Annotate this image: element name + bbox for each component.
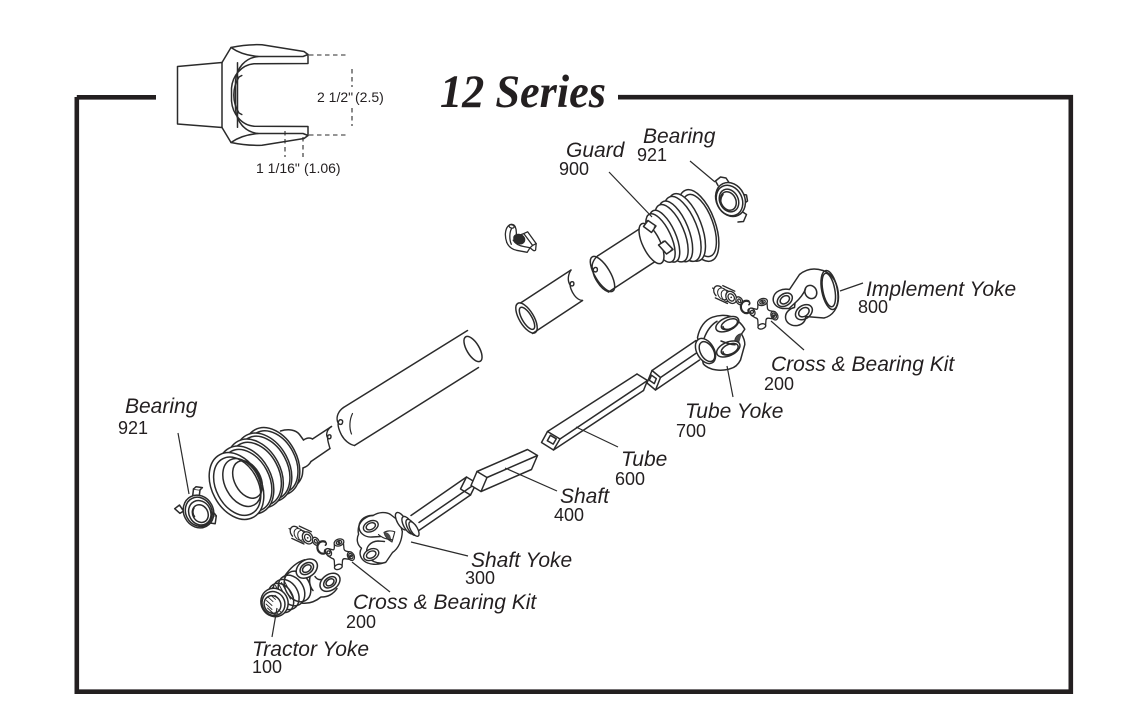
- svg-text:100: 100: [252, 657, 282, 677]
- svg-text:600: 600: [615, 469, 645, 489]
- svg-text:200: 200: [764, 374, 794, 394]
- svg-text:12 Series: 12 Series: [440, 66, 606, 118]
- svg-text:700: 700: [676, 421, 706, 441]
- svg-text:Cross & Bearing Kit: Cross & Bearing Kit: [771, 353, 955, 376]
- svg-text:Implement Yoke: Implement Yoke: [866, 278, 1016, 301]
- svg-text:900: 900: [559, 159, 589, 179]
- svg-text:200: 200: [346, 612, 376, 632]
- svg-text:Tube Yoke: Tube Yoke: [685, 400, 783, 423]
- svg-text:Tractor Yoke: Tractor Yoke: [252, 638, 369, 661]
- svg-text:1 1/16": 1 1/16": [256, 160, 300, 176]
- svg-text:Bearing: Bearing: [643, 125, 716, 148]
- svg-text:921: 921: [118, 418, 148, 438]
- svg-text:Shaft: Shaft: [560, 485, 610, 508]
- svg-text:(1.06): (1.06): [304, 160, 341, 176]
- svg-text:800: 800: [858, 297, 888, 317]
- svg-text:2 1/2": 2 1/2": [317, 89, 353, 105]
- svg-text:Guard: Guard: [566, 139, 626, 162]
- svg-text:(2.5): (2.5): [355, 89, 384, 105]
- svg-text:Cross & Bearing Kit: Cross & Bearing Kit: [353, 591, 537, 614]
- svg-text:Tube: Tube: [621, 448, 667, 471]
- svg-text:400: 400: [554, 505, 584, 525]
- svg-text:Bearing: Bearing: [125, 395, 198, 418]
- svg-text:300: 300: [465, 568, 495, 588]
- svg-text:Shaft Yoke: Shaft Yoke: [471, 549, 572, 572]
- svg-text:921: 921: [637, 145, 667, 165]
